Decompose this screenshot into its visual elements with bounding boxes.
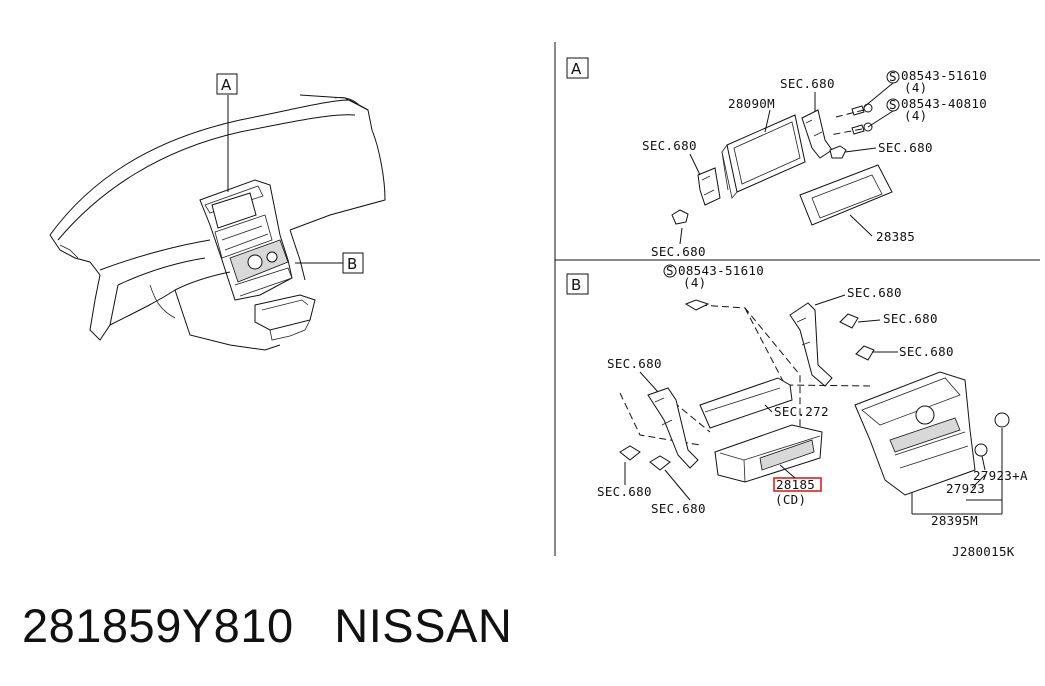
screw-2-qty: (4) xyxy=(904,108,927,123)
section-b-parts xyxy=(619,294,1010,515)
screw-symbol-icon: S xyxy=(886,69,900,84)
svg-text:S: S xyxy=(889,97,897,112)
screw-symbol-icon: S xyxy=(886,97,900,112)
part-number: 281859Y810 xyxy=(22,599,294,652)
svg-text:S: S xyxy=(889,69,897,84)
sec680-label: SEC.680 xyxy=(642,138,697,153)
screw-1-qty: (4) xyxy=(904,80,927,95)
sec680-label: SEC.680 xyxy=(597,484,652,499)
finisher-part-label: 28385 xyxy=(876,229,915,244)
callout-box-b xyxy=(342,252,364,274)
section-a-parts xyxy=(671,82,894,245)
callout-box-a xyxy=(216,73,238,95)
sec680-label: SEC.680 xyxy=(780,76,835,91)
sec680-label: SEC.680 xyxy=(878,140,933,155)
sec680-label: SEC.680 xyxy=(651,244,706,259)
sec680-label: SEC.680 xyxy=(847,285,902,300)
cd-note-label: (CD) xyxy=(775,492,806,507)
section-b-label: B xyxy=(571,276,581,294)
cd-part-highlight xyxy=(773,477,822,492)
knob-label: 27923 xyxy=(946,481,985,496)
sec680-label: SEC.680 xyxy=(883,311,938,326)
screw-1-code: 08543-51610 xyxy=(901,68,987,83)
sec272-label: SEC.272 xyxy=(774,404,829,419)
sec680-label: SEC.680 xyxy=(899,344,954,359)
svg-text:S: S xyxy=(666,263,674,278)
section-b-box xyxy=(566,273,589,295)
sec680-label: SEC.680 xyxy=(651,501,706,516)
panel-part-label: 28395M xyxy=(931,513,978,528)
section-a-label: A xyxy=(571,60,582,78)
screw-qty-label: (4) xyxy=(683,275,706,290)
section-a-box xyxy=(566,57,589,79)
diagram-id: J280015K xyxy=(952,544,1015,559)
sec680-label: SEC.680 xyxy=(607,356,662,371)
knob-a-label: 27923+A xyxy=(973,468,1028,483)
screw-2-code: 08543-40810 xyxy=(901,96,987,111)
dashboard-illustration xyxy=(49,94,386,351)
screw-code-label: 08543-51610 xyxy=(678,263,764,278)
caption: 281859Y810 NISSAN xyxy=(22,598,512,653)
display-part-label: 28090M xyxy=(728,96,775,111)
callout-b-label: B xyxy=(347,255,357,273)
screw-symbol-icon: S xyxy=(663,263,677,278)
cd-part-label: 28185 xyxy=(776,477,815,492)
callout-a-label: A xyxy=(221,76,232,94)
brand-name: NISSAN xyxy=(334,599,513,652)
